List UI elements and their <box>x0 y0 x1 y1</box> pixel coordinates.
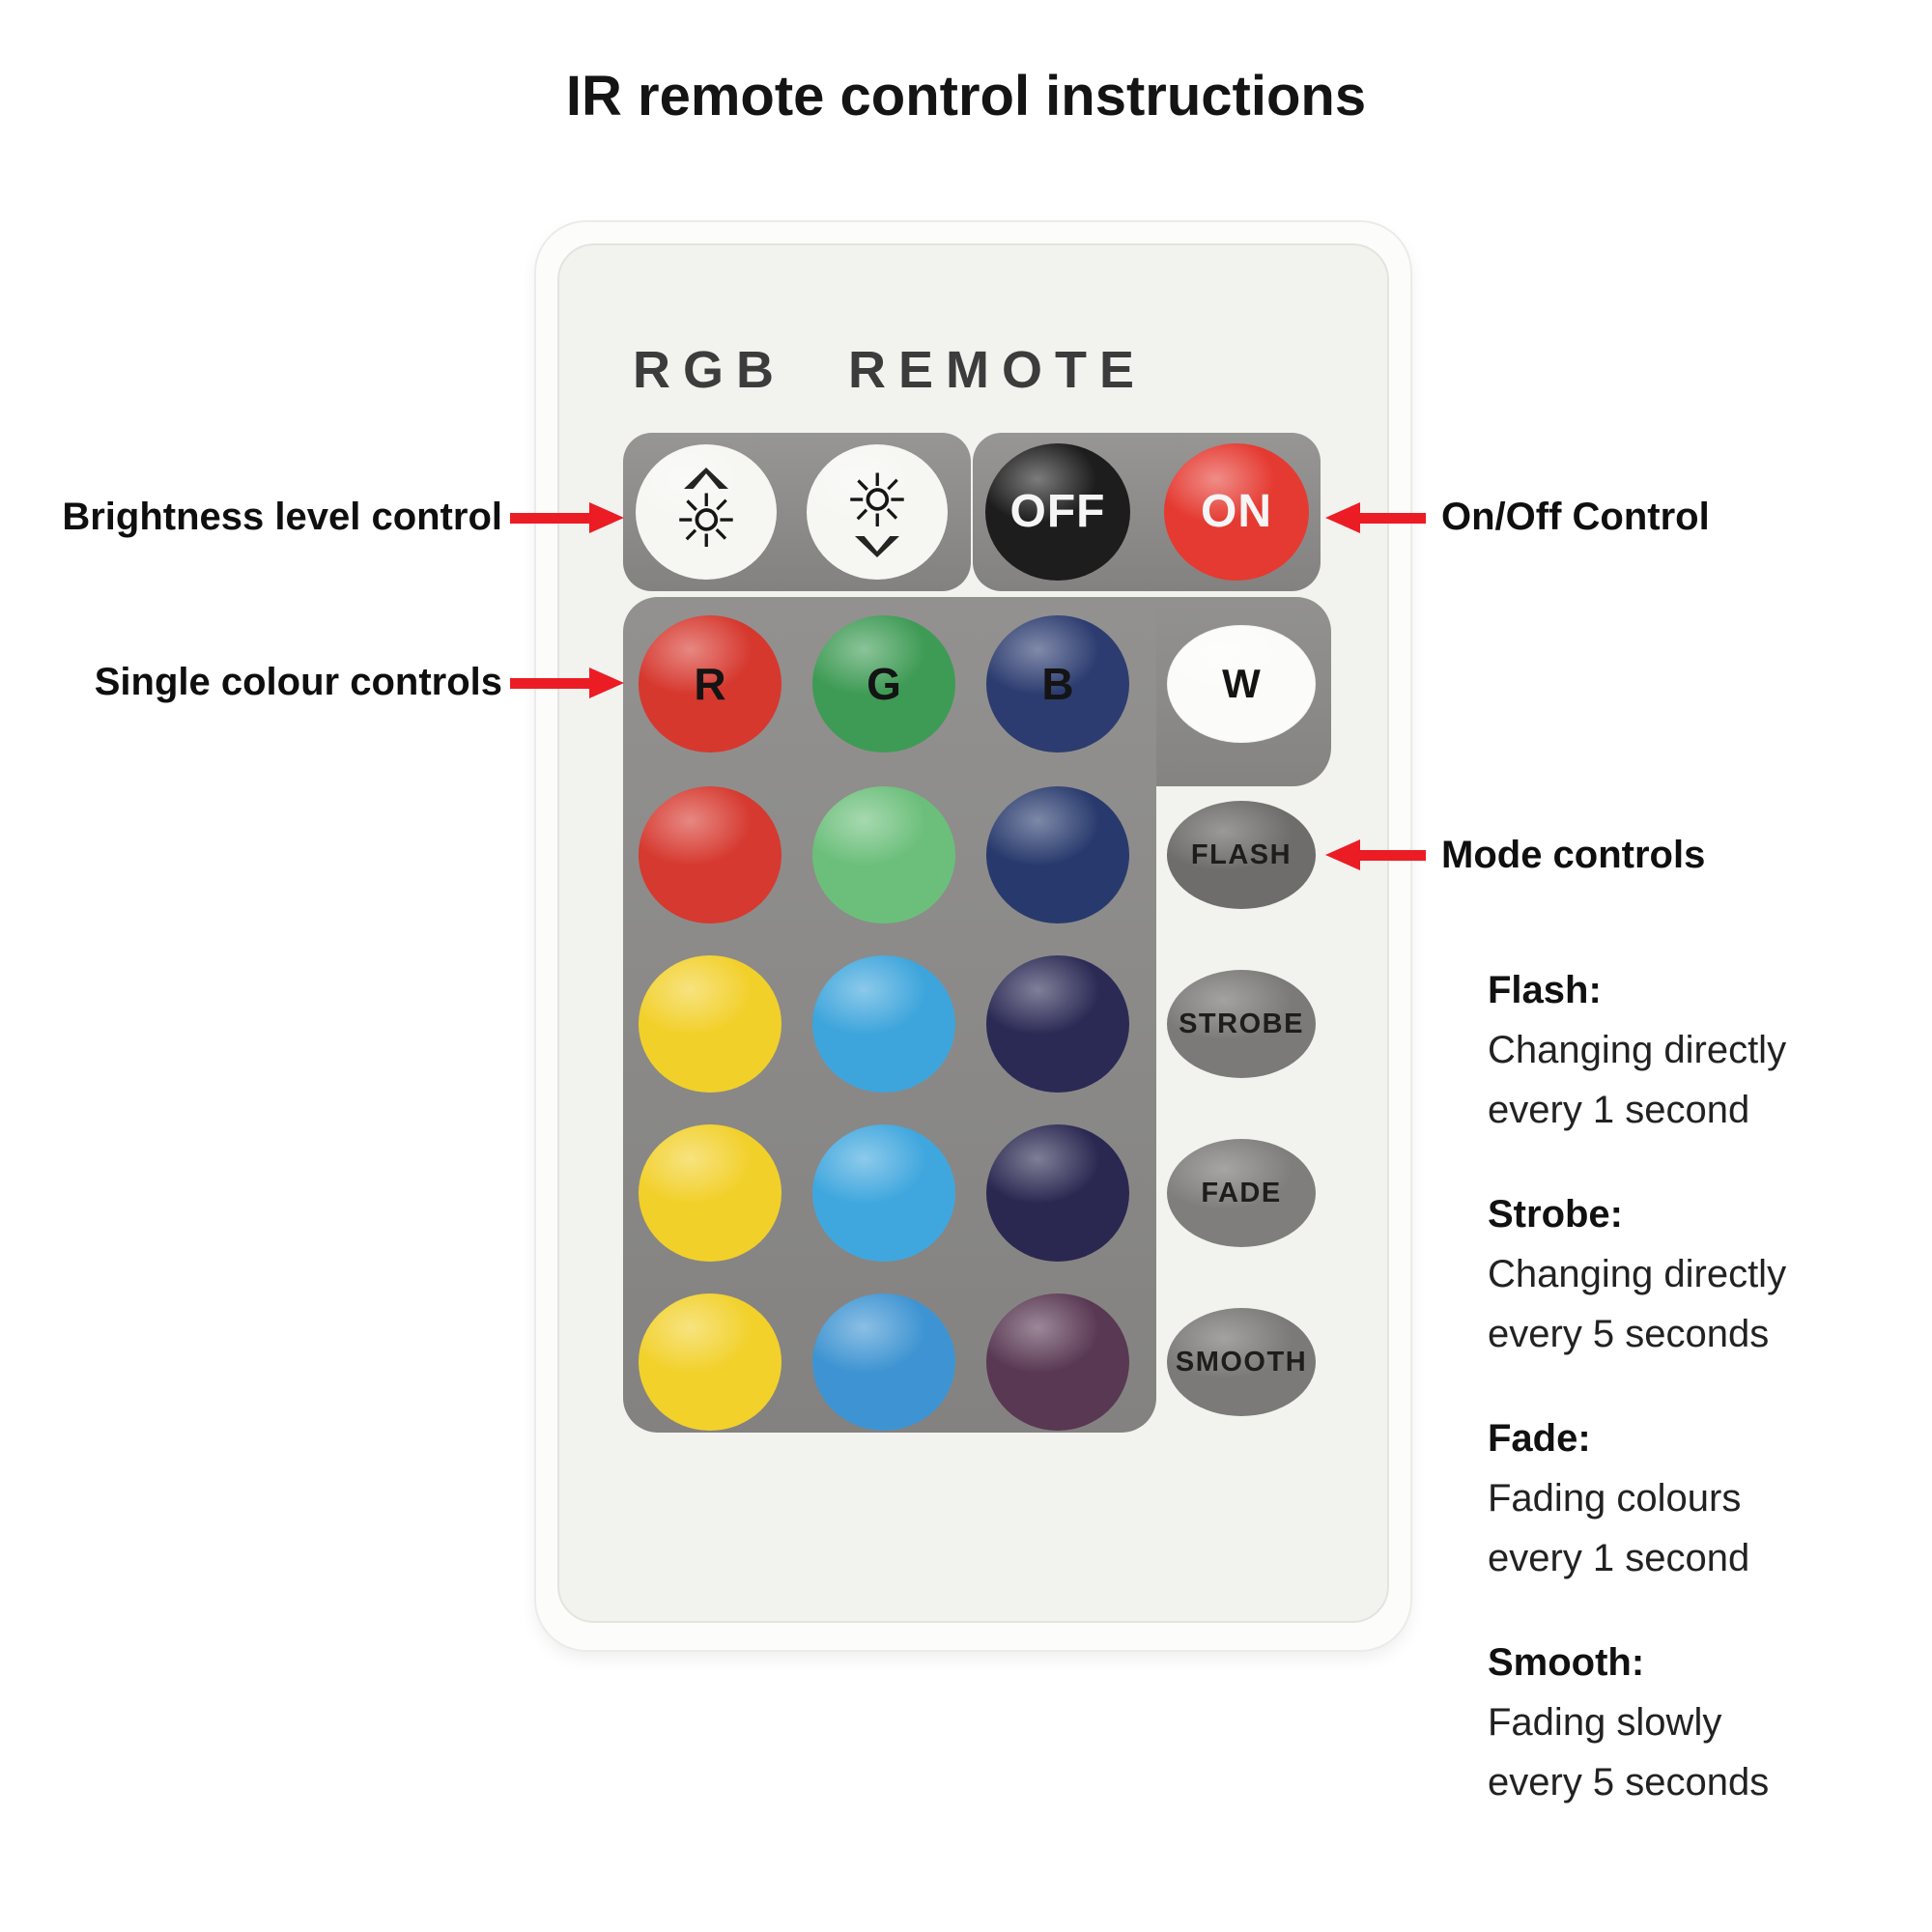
color-button[interactable] <box>986 1293 1129 1431</box>
description-line: Fading slowly <box>1488 1701 1722 1744</box>
brightness-down-button[interactable]: ☼ <box>807 444 948 580</box>
color-button-label: G <box>867 659 901 709</box>
color-button[interactable] <box>986 955 1129 1093</box>
on-button[interactable]: ON <box>1164 443 1309 581</box>
mode-button-strobe[interactable]: STROBE <box>1167 970 1316 1078</box>
description-smooth: Smooth: Fading slowly every 5 seconds <box>1488 1633 1932 1812</box>
mode-button-fade[interactable]: FADE <box>1167 1139 1316 1247</box>
sun-icon: ☼ <box>843 458 911 544</box>
color-button[interactable] <box>812 955 955 1093</box>
mode-button-label: FLASH <box>1190 838 1293 870</box>
page-title: IR remote control instructions <box>565 65 1367 128</box>
mode-descriptions: Flash: Changing directly every 1 second … <box>1488 960 1932 1857</box>
color-button[interactable] <box>639 955 781 1093</box>
color-button[interactable] <box>812 1293 955 1431</box>
color-button[interactable] <box>639 1124 781 1262</box>
brightness-up-button[interactable]: ☼ <box>636 444 777 580</box>
single-colour-annotation: Single colour controls <box>94 661 502 703</box>
description-label: Smooth: <box>1488 1641 1645 1684</box>
color-button-blue[interactable]: B <box>986 615 1129 753</box>
on-button-label: ON <box>1201 485 1272 537</box>
color-button-label: R <box>694 659 726 709</box>
description-line: every 1 second <box>1488 1537 1750 1579</box>
remote-brand-label: RGB REMOTE <box>633 341 1148 399</box>
description-line: every 5 seconds <box>1488 1313 1770 1355</box>
color-button-label: W <box>1222 661 1261 706</box>
color-button[interactable] <box>986 786 1129 923</box>
remote-body: RGB REMOTE ☼ ☼ OFF ON R G B <box>536 222 1410 1650</box>
description-label: Strobe: <box>1488 1193 1623 1236</box>
description-fade: Fade: Fading colours every 1 second <box>1488 1408 1932 1588</box>
on-off-arrow <box>1325 502 1426 533</box>
description-flash: Flash: Changing directly every 1 second <box>1488 960 1932 1140</box>
mode-arrow <box>1325 839 1426 870</box>
color-button-red[interactable]: R <box>639 615 781 753</box>
description-line: Fading colours <box>1488 1477 1742 1520</box>
description-line: every 1 second <box>1488 1089 1750 1131</box>
color-button[interactable] <box>639 1293 781 1431</box>
sun-icon: ☼ <box>672 478 740 564</box>
mode-button-smooth[interactable]: SMOOTH <box>1167 1308 1316 1416</box>
color-button[interactable] <box>812 1124 955 1262</box>
description-line: every 5 seconds <box>1488 1761 1770 1804</box>
off-button[interactable]: OFF <box>985 443 1130 581</box>
mode-button-label: FADE <box>1201 1177 1282 1208</box>
color-button[interactable] <box>986 1124 1129 1262</box>
brightness-arrow <box>510 502 624 533</box>
color-button-white[interactable]: W <box>1167 625 1316 743</box>
on-off-annotation: On/Off Control <box>1441 496 1710 538</box>
color-button-green[interactable]: G <box>812 615 955 753</box>
color-button[interactable] <box>812 786 955 923</box>
mode-annotation: Mode controls <box>1441 834 1706 876</box>
color-button-label: B <box>1041 659 1074 709</box>
description-strobe: Strobe: Changing directly every 5 second… <box>1488 1184 1932 1364</box>
mode-button-label: STROBE <box>1179 1008 1304 1039</box>
color-button[interactable] <box>639 786 781 923</box>
description-line: Changing directly <box>1488 1029 1787 1071</box>
description-label: Fade: <box>1488 1417 1591 1460</box>
mode-button-label: SMOOTH <box>1175 1346 1308 1378</box>
mode-button-flash[interactable]: FLASH <box>1167 801 1316 909</box>
description-line: Changing directly <box>1488 1253 1787 1295</box>
off-button-label: OFF <box>1009 485 1106 537</box>
brightness-annotation: Brightness level control <box>62 496 502 538</box>
single-colour-arrow <box>510 668 624 698</box>
description-label: Flash: <box>1488 969 1602 1011</box>
